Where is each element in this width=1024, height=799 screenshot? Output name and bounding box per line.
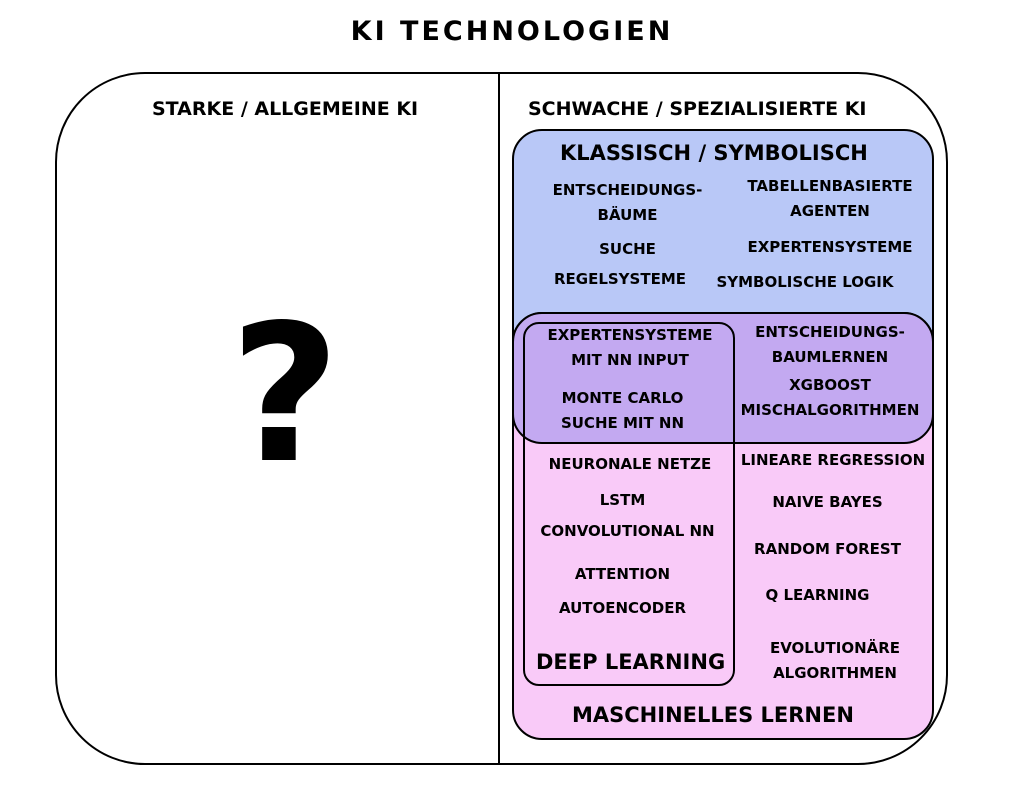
diagram-title: KI TECHNOLOGIEN [350,16,674,47]
column-divider [498,73,500,764]
deep-learning-region [523,322,735,686]
item-table-agents: TABELLENBASIERTE AGENTEN [747,177,913,220]
item-autoencoder: AUTOENCODER [558,599,687,617]
item-q-learning: Q LEARNING [765,586,870,604]
item-search: SUCHE [599,240,656,258]
item-expert-systems: EXPERTENSYSTEME [747,238,913,256]
item-xgboost: XGBOOST MISCHALGORITHMEN [740,376,920,419]
outer-frame [55,72,948,765]
item-expert-nn: EXPERTENSYSTEME MIT NN INPUT [547,326,713,369]
classical-title: KLASSISCH / SYMBOLISCH [560,141,868,165]
item-attention: ATTENTION [574,565,671,583]
strong-ai-heading: STARKE / ALLGEMEINE KI [152,98,419,120]
item-rule-systems: REGELSYSTEME [553,270,687,288]
weak-ai-heading: SCHWACHE / SPEZIALISIERTE KI [528,98,867,120]
deep-learning-title: DEEP LEARNING [536,650,726,674]
item-random-forest: RANDOM FOREST [754,540,901,558]
machine-learning-title: MASCHINELLES LERNEN [572,703,854,727]
item-decision-trees: ENTSCHEIDUNGS- BÄUME [552,181,703,224]
item-cnn: CONVOLUTIONAL NN [540,522,715,540]
item-linear-regression: LINEARE REGRESSION [740,451,926,469]
item-naive-bayes: NAIVE BAYES [772,493,883,511]
item-neural-nets: NEURONALE NETZE [548,455,712,473]
item-evolutionary: EVOLUTIONÄRE ALGORITHMEN [769,639,901,682]
question-mark-icon: ? [229,284,341,505]
item-tree-learning: ENTSCHEIDUNGS- BAUMLERNEN [755,323,905,366]
item-lstm: LSTM [599,491,646,509]
item-monte-carlo: MONTE CARLO SUCHE MIT NN [560,389,685,432]
item-symbolic-logic: SYMBOLISCHE LOGIK [716,273,894,291]
